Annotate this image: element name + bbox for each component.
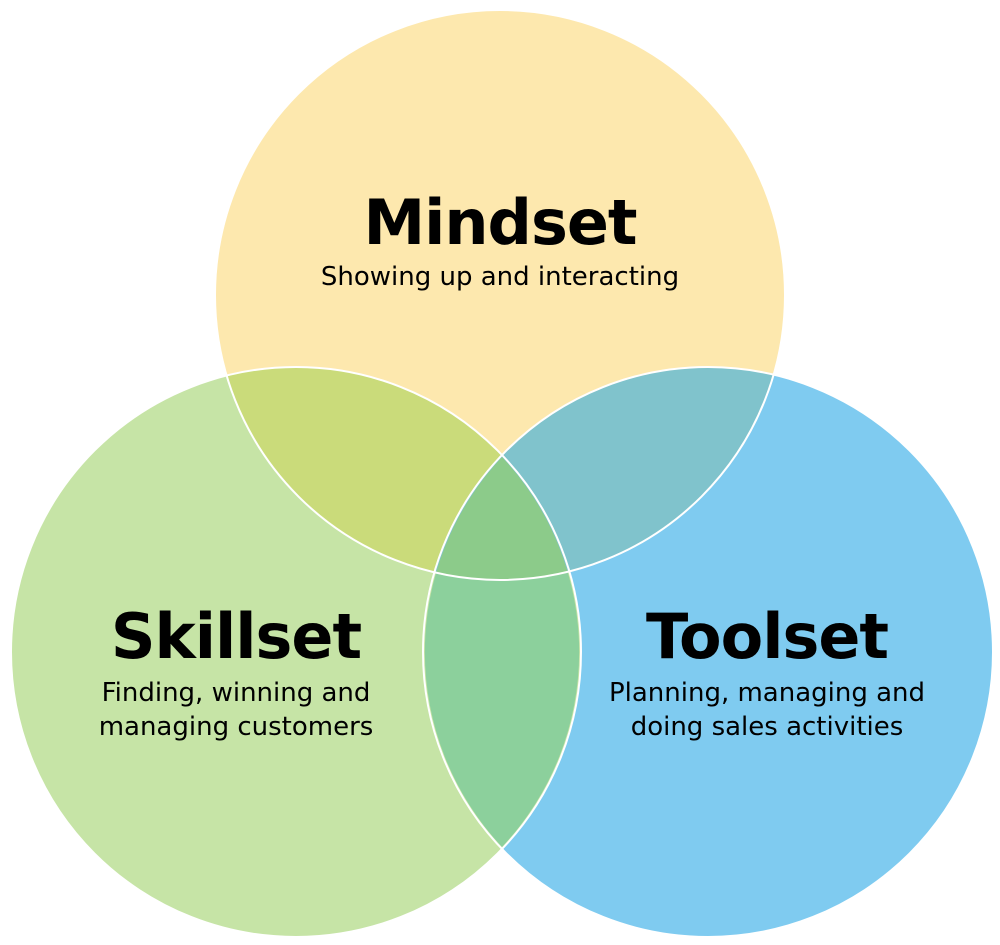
toolset-description: Planning, managing and doing sales activ… [582,676,952,744]
skillset-description-line: Finding, winning and [101,678,371,708]
mindset-description: Showing up and interacting [320,262,680,292]
toolset-outline [422,366,994,938]
mindset-outline [214,9,786,581]
mindset-toolset-overlap [423,367,785,580]
skillset-title: Skillset [110,600,362,673]
center-overlap [424,457,580,580]
toolset-description-line: Planning, managing and [608,678,926,708]
mindset-title: Mindset [363,186,637,259]
mindset-skillset-overlap [215,367,581,580]
skillset-outline [10,366,582,938]
toolset-description-line: doing sales activities [630,712,904,742]
skillset-description: Finding, winning and managing customers [60,676,412,744]
mindset-label: Mindset Showing up and interacting [250,190,750,294]
skillset-description-line: managing customers [98,712,374,742]
toolset-title: Toolset [645,600,889,673]
toolset-label: Toolset Planning, managing and doing sal… [582,604,952,744]
skillset-label: Skillset Finding, winning and managing c… [60,604,412,744]
